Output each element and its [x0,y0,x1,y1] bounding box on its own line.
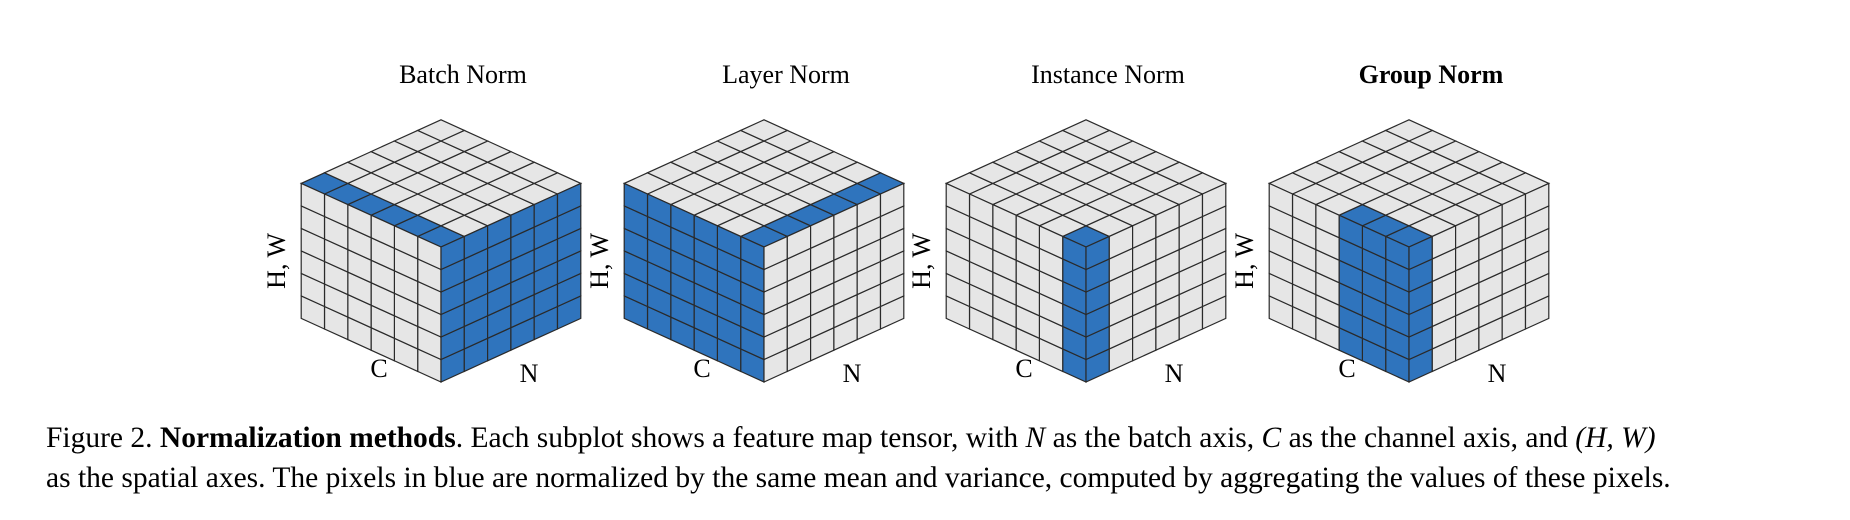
subplot-batch-norm: Batch Norm H, W C N [262,60,583,388]
caption-text-c: as the channel axis, and [1288,422,1568,454]
axis-label-hw: H, W [907,233,936,289]
cell-right-face [556,182,582,218]
subplot-title: Instance Norm [1031,60,1185,89]
cell-left-face [1268,182,1294,218]
cell-right-face [1524,182,1550,218]
cell-right-face [1201,182,1227,218]
cell-right-face [879,182,905,218]
subplot-title: Batch Norm [399,60,527,89]
caption-var-n: N [1025,422,1046,454]
axis-label-c: C [1338,354,1355,383]
axis-label-n: N [1165,359,1184,388]
cell-top-face [1384,119,1434,142]
cell-left-face [623,182,649,218]
axis-label-n: N [520,359,539,388]
caption-title: Normalization methods [159,422,456,454]
axis-label-n: N [843,359,862,388]
caption-line-1: Figure 2. Normalization methods. Each su… [46,418,1836,458]
figure-caption: Figure 2. Normalization methods. Each su… [46,418,1836,498]
axis-label-n: N [1488,359,1507,388]
cell-top-face [739,119,789,142]
cell-top-face [416,119,466,142]
subplot-layer-norm: Layer Norm H, W C N [585,60,906,388]
axis-label-hw: H, W [262,233,291,289]
axis-label-c: C [693,354,710,383]
caption-text-b: as the batch axis, [1052,422,1255,454]
caption-var-c: C [1261,422,1282,454]
caption-text-a: . Each subplot shows a feature map tenso… [455,422,1019,454]
axis-label-hw: H, W [1230,233,1259,289]
subplot-instance-norm: Instance Norm H, W C N [907,60,1228,388]
caption-figure-number: Figure 2. [46,422,153,454]
subplot-title: Group Norm [1359,60,1504,89]
cell-left-face [300,182,326,218]
cell-top-face [1061,119,1111,142]
caption-var-hw: (H, W) [1575,422,1656,454]
axis-label-c: C [370,354,387,383]
subplot-title: Layer Norm [722,60,850,89]
axis-label-c: C [1015,354,1032,383]
subplot-group-norm: Group Norm H, W C N [1230,60,1551,388]
caption-line-2: as the spatial axes. The pixels in blue … [46,462,1671,494]
cell-left-face [945,182,971,218]
axis-label-hw: H, W [585,233,614,289]
